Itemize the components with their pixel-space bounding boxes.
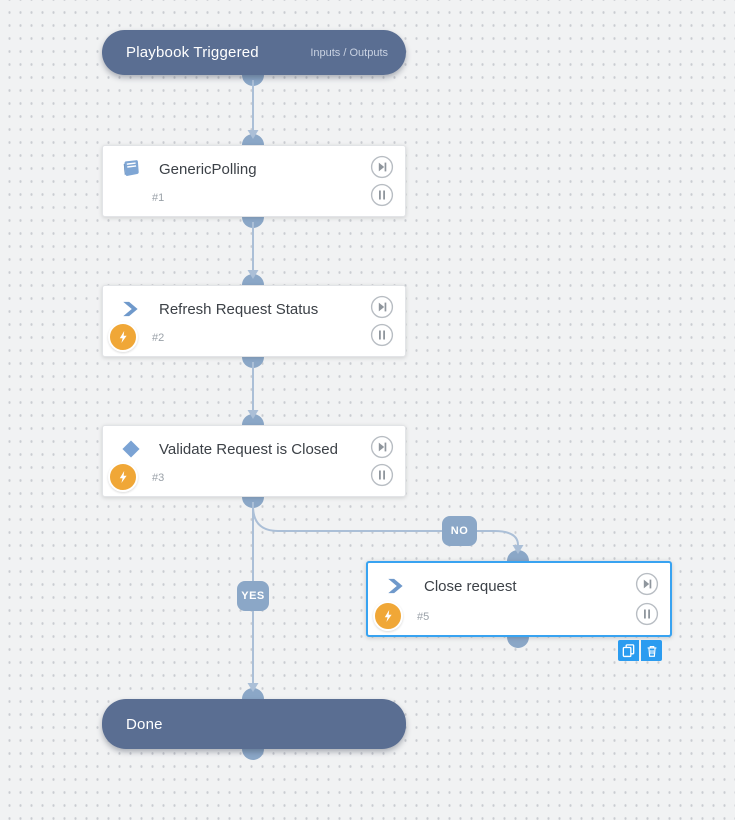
task-number: #3 [152, 472, 165, 484]
done-node[interactable]: Done [102, 699, 406, 749]
chevron-icon [123, 301, 138, 317]
selected-task-toolbar [618, 640, 662, 661]
trigger-title: Playbook Triggered [126, 44, 259, 61]
automation-lightning-icon [373, 601, 403, 631]
task-title: Refresh Request Status [159, 300, 319, 318]
branch-label-yes: YES [237, 581, 269, 611]
task-card-close-request[interactable]: Close request #5 [366, 561, 672, 637]
task-number: #5 [417, 611, 430, 623]
pause-icon[interactable] [370, 463, 394, 487]
task-card-refresh-request-status[interactable]: Refresh Request Status #2 [102, 285, 406, 357]
task-card-genericpolling[interactable]: GenericPolling #1 [102, 145, 406, 217]
skip-icon[interactable] [370, 155, 394, 179]
task-number: #1 [152, 192, 165, 204]
skip-icon[interactable] [370, 295, 394, 319]
delete-icon[interactable] [641, 640, 662, 661]
branch-label-no: NO [442, 516, 477, 546]
automation-lightning-icon [108, 322, 138, 352]
skip-icon[interactable] [370, 435, 394, 459]
task-card-validate-request-is-closed[interactable]: Validate Request is Closed #3 [102, 425, 406, 497]
copy-icon[interactable] [618, 640, 639, 661]
task-title: Close request [424, 577, 517, 595]
chevron-icon [388, 578, 403, 594]
skip-icon[interactable] [635, 572, 659, 596]
automation-lightning-icon [108, 462, 138, 492]
pause-icon[interactable] [370, 183, 394, 207]
diamond-icon [122, 440, 140, 458]
done-title: Done [126, 715, 163, 733]
book-icon [123, 160, 139, 176]
playbook-trigger-node[interactable]: Playbook Triggered Inputs / Outputs [102, 30, 406, 75]
pause-icon[interactable] [635, 602, 659, 626]
task-title: GenericPolling [159, 160, 257, 178]
inputs-outputs-link[interactable]: Inputs / Outputs [310, 46, 388, 59]
task-title: Validate Request is Closed [159, 440, 338, 458]
task-number: #2 [152, 332, 165, 344]
pause-icon[interactable] [370, 323, 394, 347]
